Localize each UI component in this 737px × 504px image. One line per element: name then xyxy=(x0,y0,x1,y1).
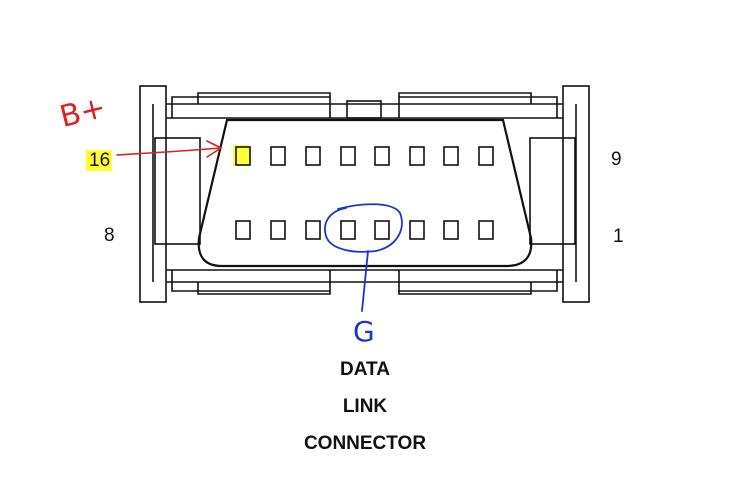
ground-pins-circle xyxy=(324,203,403,253)
pin-number-8: 8 xyxy=(104,225,115,246)
left-end-bracket xyxy=(139,85,167,303)
pin-number-16: 16 xyxy=(89,150,111,171)
pin-5 xyxy=(340,220,356,240)
pin-1 xyxy=(478,220,494,240)
top-key-tab xyxy=(346,100,382,119)
pin-16-highlight xyxy=(233,145,249,166)
pin-16 xyxy=(235,146,251,166)
pin-4 xyxy=(374,220,390,240)
pin-2 xyxy=(443,220,459,240)
pin-11 xyxy=(409,146,425,166)
left-side-slot xyxy=(154,137,201,245)
pin-12 xyxy=(374,146,390,166)
pin-number-1: 1 xyxy=(613,226,624,247)
title-line-2: LINK xyxy=(342,396,388,417)
right-end-bracket xyxy=(562,85,590,303)
title-line-1: DATA xyxy=(340,359,390,380)
pin-8 xyxy=(235,220,251,240)
pin-6 xyxy=(305,220,321,240)
pin-9 xyxy=(478,146,494,166)
pin-10 xyxy=(443,146,459,166)
title-line-3: CONNECTOR xyxy=(303,433,427,454)
ground-annotation: G xyxy=(353,315,375,348)
connector-body xyxy=(197,118,533,268)
b-plus-arrow xyxy=(116,147,222,156)
right-side-slot xyxy=(529,137,576,245)
pin-14 xyxy=(305,146,321,166)
pin-3 xyxy=(409,220,425,240)
pin-16-label-highlight xyxy=(86,150,112,171)
pin-7 xyxy=(270,220,286,240)
pin-13 xyxy=(340,146,356,166)
ground-pointer-line xyxy=(361,250,369,312)
pin-number-9: 9 xyxy=(611,149,622,170)
b-plus-arrowhead xyxy=(206,140,222,158)
pin-15 xyxy=(270,146,286,166)
